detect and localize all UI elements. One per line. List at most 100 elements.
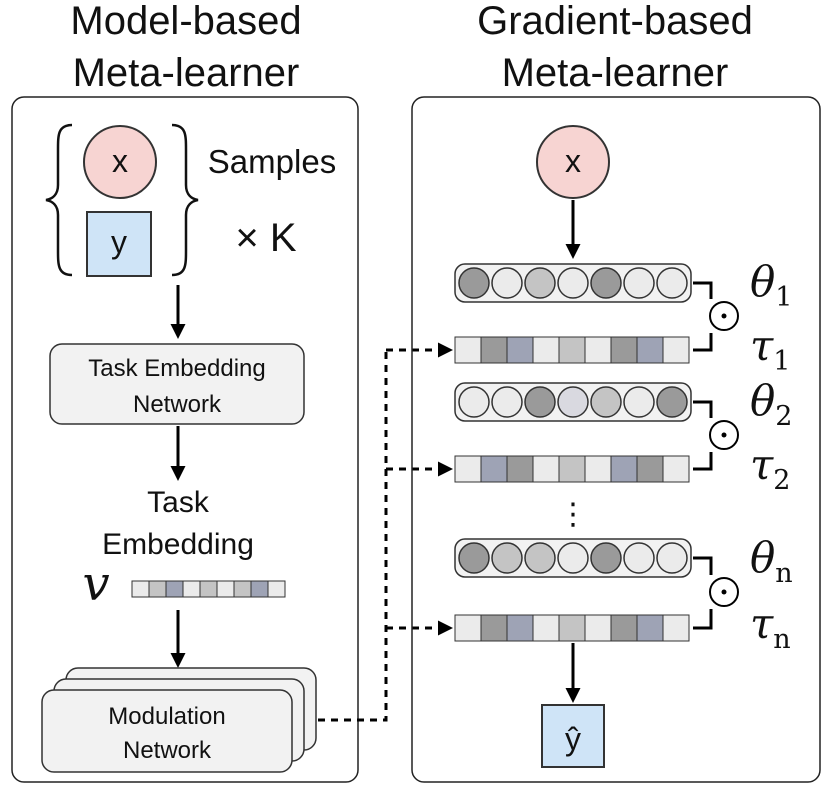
vertical-ellipsis: ⋮ [558,498,588,531]
modulation-cell [558,336,586,364]
modulation-cell [250,580,269,598]
modulation-cell [636,336,664,364]
modulation-cell [584,336,612,364]
neuron-node [458,386,490,418]
task-embedding-network-box [49,343,305,425]
neuron-node [557,542,589,574]
modulation-cell [216,580,235,598]
modulation-cell [532,336,560,364]
modulation-cell [131,580,150,598]
samples-label: Samples [208,143,336,180]
left-panel-frame [11,96,359,783]
modulation-network-line2: Network [123,737,212,764]
bracket-theta-n [693,556,713,575]
modulation-network-line1: Modulation [108,703,225,730]
neuron-node [590,386,622,418]
modulation-cell [662,455,690,483]
neuron-node [491,386,523,418]
modulation-cell [506,455,534,483]
modulation-cell [165,580,184,598]
tau-1-label: τ1 [750,321,790,377]
modulation-cell [558,455,586,483]
modulation-cell [506,614,534,642]
odot-2-dot [721,432,727,438]
neuron-node [557,267,589,299]
modulation-cell [480,614,508,642]
task-embedding-label-line1: Task [147,486,210,519]
modulation-cell [532,614,560,642]
modulation-cell [454,455,482,483]
modulation-cell [636,455,664,483]
modulation-cell [610,455,638,483]
bracket-theta-2 [693,400,713,418]
task-embedding-vector [131,580,286,598]
x-input-label-right: x [565,143,581,179]
bracket-tau-2 [693,452,713,471]
neuron-node [491,267,523,299]
right-panel-frame [411,96,821,783]
task-embedding-network-line2: Network [133,391,222,418]
modulation-network-box [41,689,293,773]
modulation-cell [584,614,612,642]
dashed-connector-trunk [318,350,388,722]
y-hat-output-label: ŷ [565,721,581,757]
neuron-node [590,267,622,299]
modulation-cell [480,455,508,483]
y-label-node [86,211,152,277]
neuron-node [524,542,556,574]
modulation-cell [584,455,612,483]
odot-n-dot [721,589,727,595]
right-title-line2: Meta-learner [502,51,729,95]
x-input-node-right [536,125,610,199]
task-embedding-network-line1: Task Embedding [88,355,265,382]
neuron-node [524,386,556,418]
x-input-label: x [112,143,128,179]
theta-2-label: θ2 [750,376,792,432]
right-title-line1: Gradient-based [477,0,753,43]
theta-n-label: θn [750,533,793,589]
modulation-cell [636,614,664,642]
tau-1-layer [454,336,690,364]
neuron-node [623,542,655,574]
modulation-cell [662,336,690,364]
tau-n-label: τn [750,599,791,655]
left-title-line2: Meta-learner [73,51,300,95]
modulation-cell [267,580,286,598]
x-input-node [83,125,157,199]
task-embedding-label-line2: Embedding [102,528,254,561]
tau-n-layer [454,614,690,642]
modulation-cell [182,580,201,598]
times-k-label: × K [235,216,296,260]
bracket-tau-n [693,609,713,630]
bracket-theta-1 [693,281,713,299]
modulation-cell [454,614,482,642]
tau-2-label: τ2 [750,440,790,496]
theta-2-layer [454,382,692,422]
neuron-node [557,386,589,418]
neuron-node [623,386,655,418]
neuron-node [656,386,688,418]
modulation-cell [454,336,482,364]
modulation-cell [199,580,218,598]
bracket-tau-1 [693,333,713,352]
neuron-node [458,542,490,574]
neuron-node [656,542,688,574]
theta-1-layer [454,263,692,303]
neuron-node [590,542,622,574]
modulation-cell [506,336,534,364]
modulation-cell [610,614,638,642]
modulation-cell [610,336,638,364]
neuron-node [524,267,556,299]
y-hat-output-node [541,704,605,768]
modulation-cell [148,580,167,598]
y-label-text: y [111,224,127,260]
right-brace [171,123,199,277]
modulation-cell [662,614,690,642]
neuron-node [458,267,490,299]
neuron-node [623,267,655,299]
theta-1-label: θ1 [750,257,792,313]
modulation-cell [480,336,508,364]
odot-1-dot [721,313,727,319]
modulation-cell [233,580,252,598]
